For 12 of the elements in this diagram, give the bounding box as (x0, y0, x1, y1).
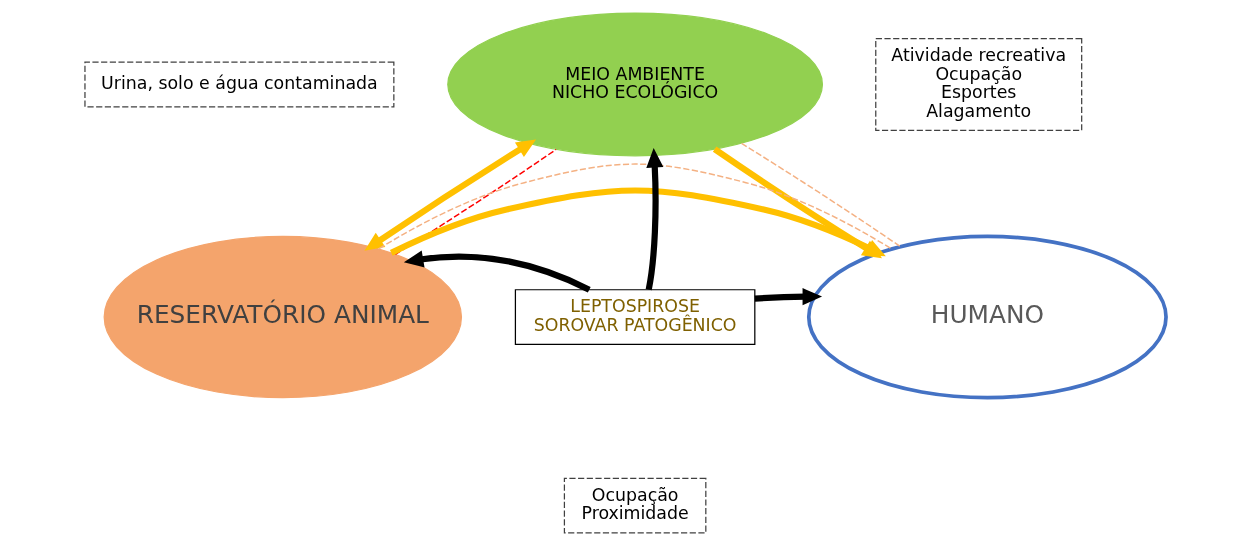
connector (740, 142, 902, 248)
node-box: Ocupação Proximidade (563, 477, 707, 534)
arrow (403, 250, 591, 293)
arrow (364, 139, 537, 251)
node-ellipse: RESERVATÓRIO ANIMAL (103, 235, 463, 399)
node-box: Atividade recreativa Ocupação Esportes Alagamento (875, 37, 1083, 131)
node-box: Urina, solo e água contaminada (84, 61, 395, 108)
node-box: LEPTOSPIROSE SOROVAR PATOGÊNICO (514, 289, 756, 345)
connector (378, 163, 892, 250)
node-ellipse: HUMANO (806, 234, 1168, 400)
arrow (645, 147, 664, 291)
arrow (754, 288, 823, 306)
